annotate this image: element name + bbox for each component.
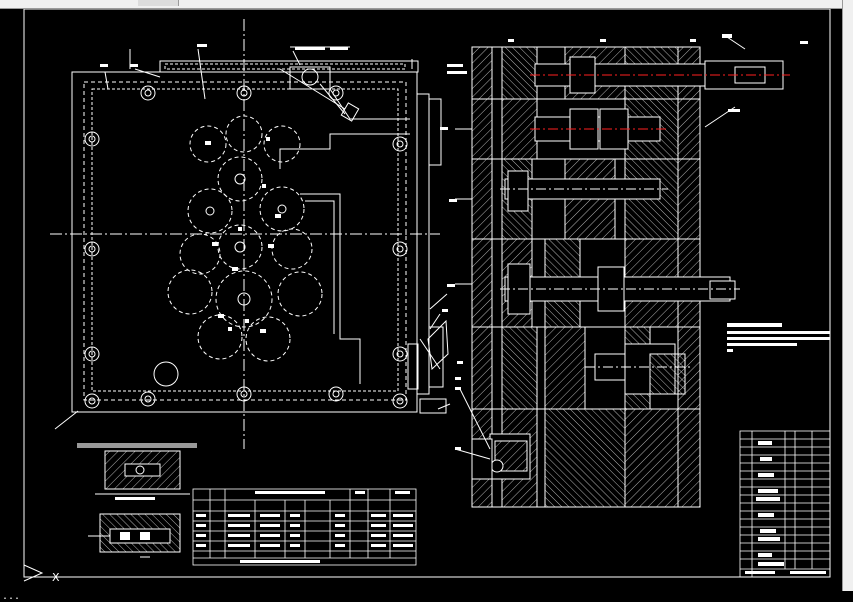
menu-tab[interactable]	[156, 0, 179, 6]
parts-list	[739, 430, 831, 578]
command-line-text: ...	[2, 591, 21, 602]
section-view	[471, 46, 784, 508]
ucs-x-label: X	[52, 571, 60, 584]
section-centerlines	[530, 74, 790, 130]
drawing-canvas[interactable]: X	[0, 9, 843, 591]
main-plan-view	[50, 19, 451, 449]
annotation-marks	[100, 44, 467, 450]
gear-circles	[167, 115, 323, 362]
detail-views	[77, 443, 197, 558]
menu-tab[interactable]	[138, 0, 157, 6]
section-centerlines-white	[500, 188, 740, 368]
bolt-holes	[84, 85, 408, 409]
title-bar	[0, 0, 853, 9]
tech-notes	[727, 323, 830, 352]
command-line[interactable]: ...	[0, 591, 853, 602]
ucs-icon: X	[23, 564, 60, 584]
section-leaders	[454, 36, 746, 460]
gear-parameter-table	[192, 488, 417, 566]
vertical-scrollbar[interactable]	[842, 0, 853, 602]
sheet-border	[23, 9, 831, 578]
